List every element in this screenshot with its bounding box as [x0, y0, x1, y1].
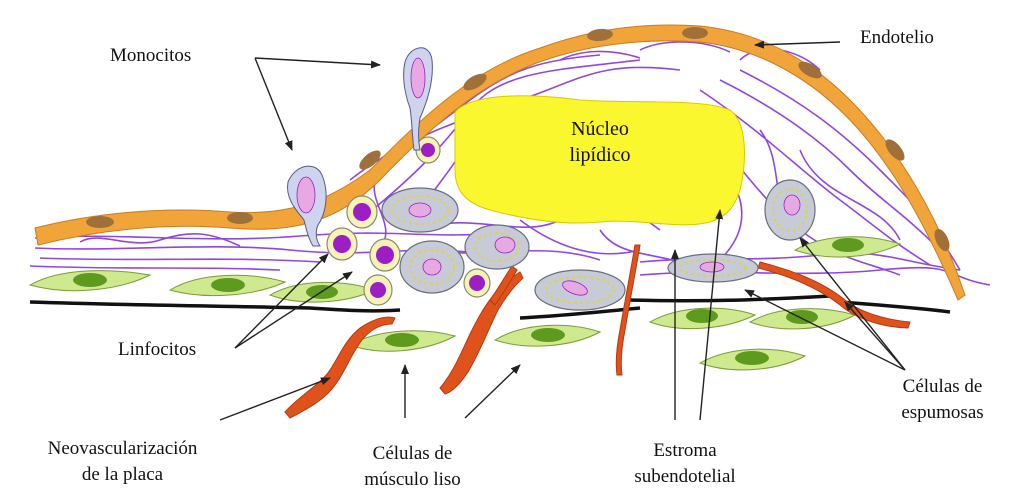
label-espumosas-line1: Células de — [875, 375, 1010, 399]
label-nucleo-lipidico-line2: lipídico — [545, 143, 655, 167]
label-neovascularizacion-line1: Neovascularización — [0, 437, 245, 461]
label-neovascularizacion-line2: de la placa — [0, 463, 245, 487]
label-nucleo-lipidico-line1: Núcleo — [545, 117, 655, 141]
label-espumosas-line2: espumosas — [875, 401, 1010, 425]
label-estroma-line2: subendotelial — [610, 465, 760, 489]
label-monocitos: Monocitos — [110, 44, 191, 68]
label-linfocitos: Linfocitos — [118, 338, 196, 362]
label-endotelio: Endotelio — [860, 26, 934, 50]
label-musculo-liso-line1: Células de — [330, 442, 495, 466]
label-musculo-liso-line2: músculo liso — [330, 468, 495, 492]
label-estroma-line1: Estroma — [610, 439, 760, 463]
